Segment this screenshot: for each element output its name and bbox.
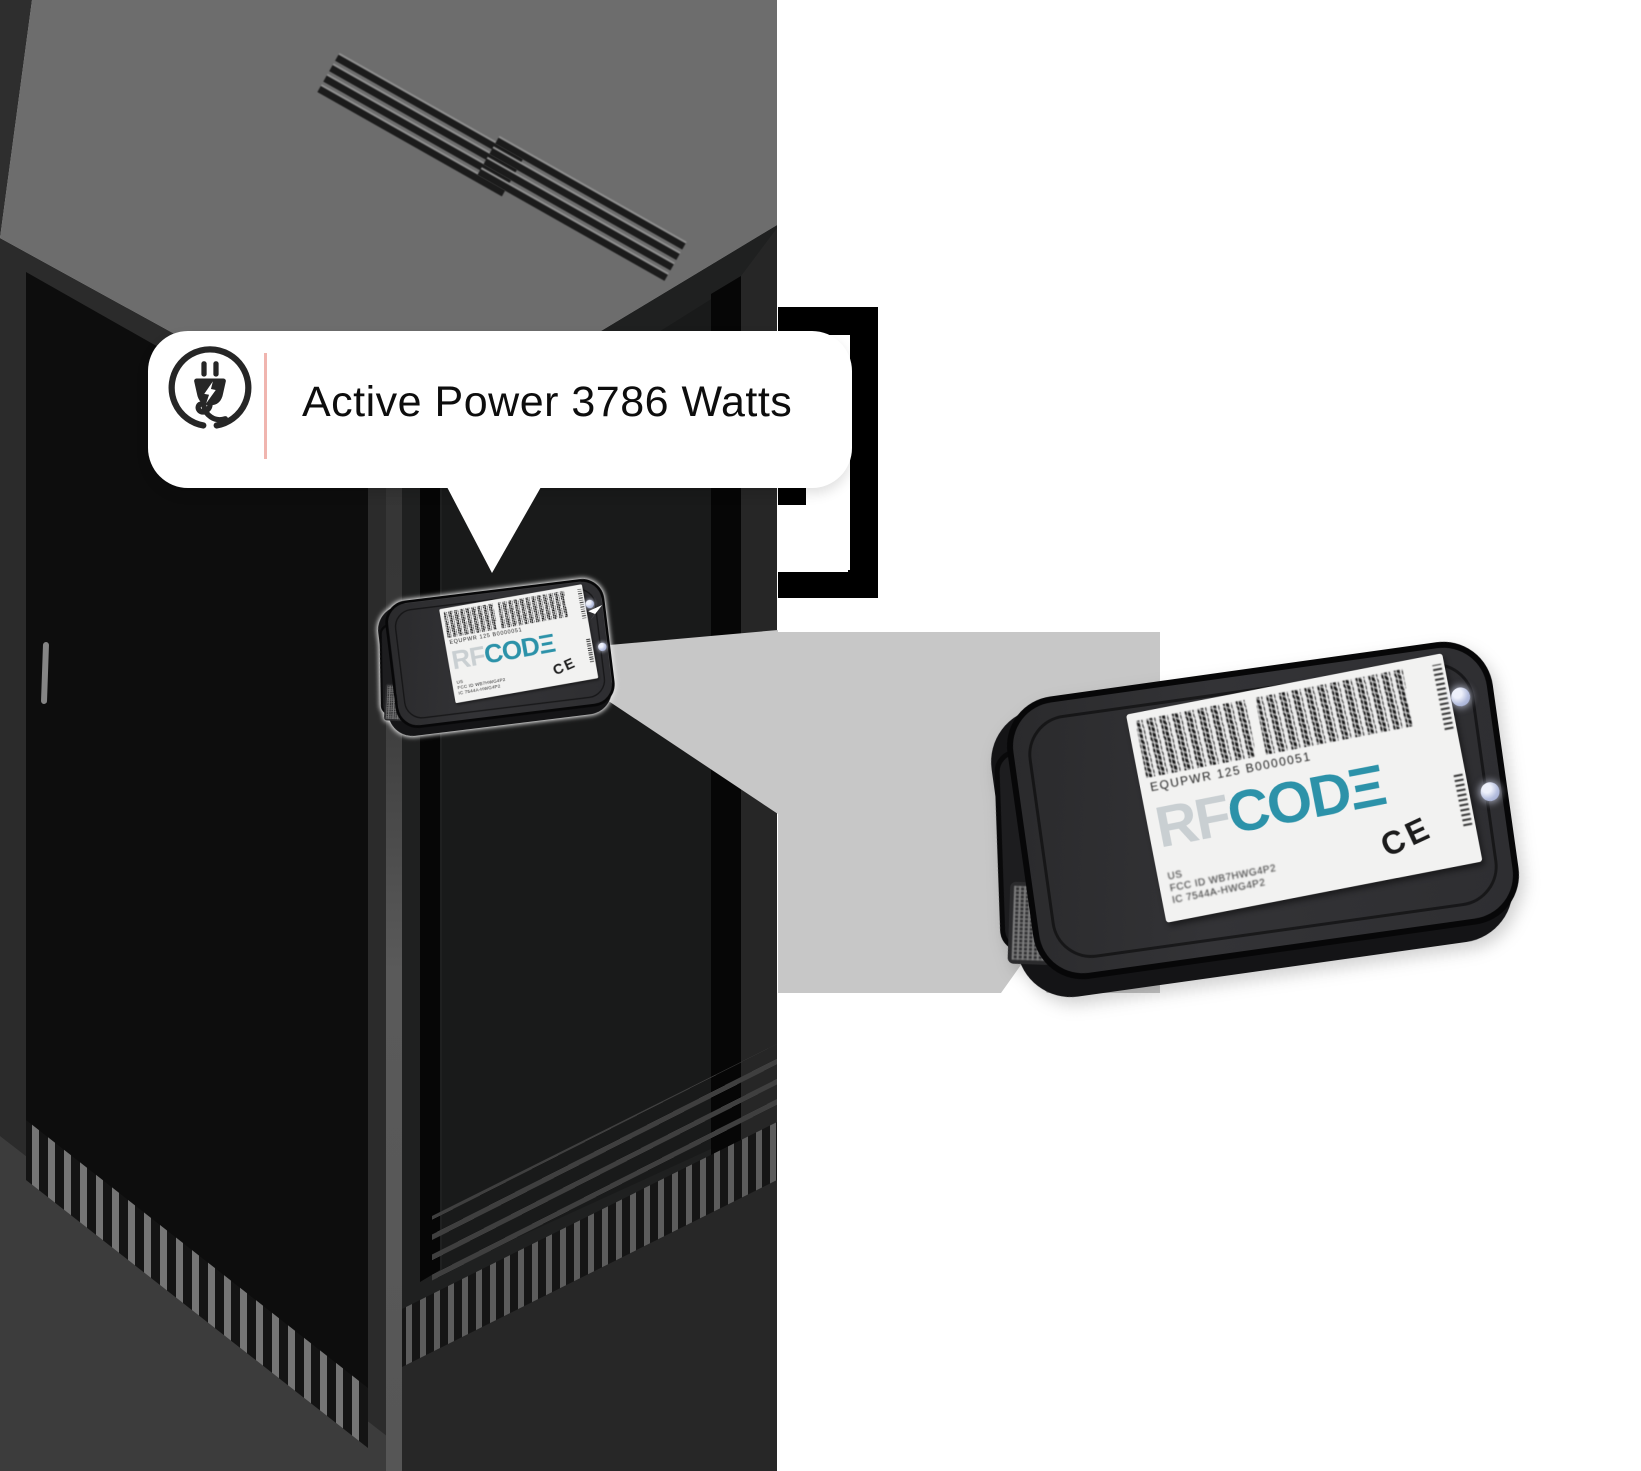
callout-bubble: Active Power 3786 Watts [148,331,852,488]
barcode [497,590,569,629]
sensor-device-small: EQUPWR 125 B0000051 RFCODΞ US FCC ID WB7… [375,576,618,739]
logo-rf: RF [449,640,487,676]
callout-divider [264,353,267,459]
power-plug-icon [168,346,252,429]
label-fine-print: US FCC ID WB7HWG4P2 IC 7544A-HWG4P2 [456,672,507,696]
label-fine-print: US FCC ID WB7HWG4P2 IC 7544A-HWG4P2 [1167,851,1280,907]
callout-text: Active Power 3786 Watts [302,378,793,426]
frame-ornament-notch [778,505,848,572]
logo-rf: RF [1150,782,1235,861]
